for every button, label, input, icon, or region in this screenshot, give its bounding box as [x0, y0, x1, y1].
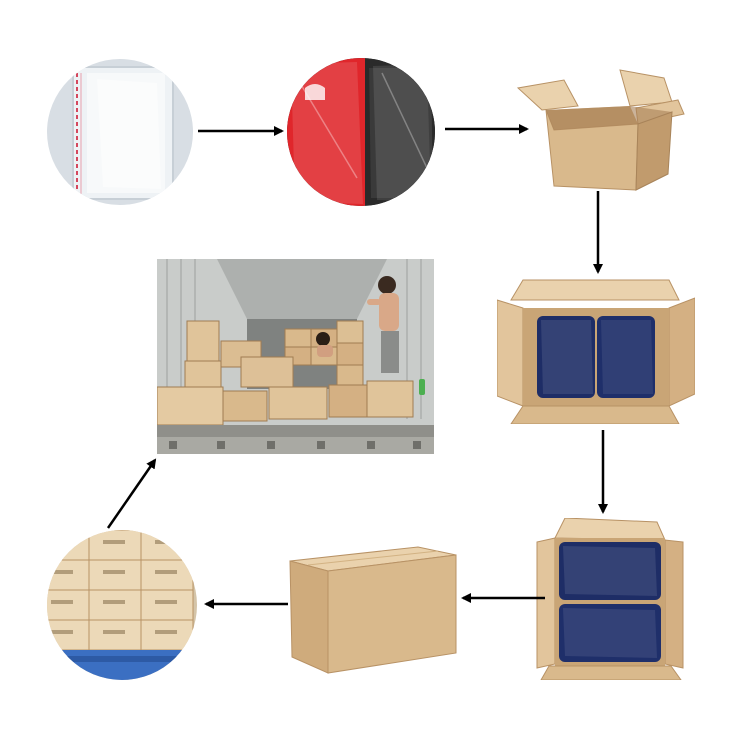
empty-carton-photo [512, 62, 690, 194]
stacked-cartons-photo [47, 530, 197, 680]
poly-bag-photo [47, 59, 193, 205]
arrow-up-right-icon [106, 458, 157, 529]
packed-carton-open-photo [497, 278, 695, 424]
sealed-carton-photo [288, 545, 458, 675]
packed-carton-full-photo [535, 518, 685, 680]
container-loading-photo [157, 259, 434, 454]
bagged-products-photo [287, 58, 435, 206]
